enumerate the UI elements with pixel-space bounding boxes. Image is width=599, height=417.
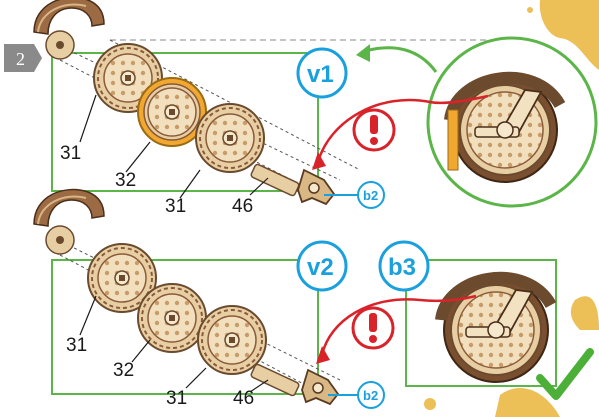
svg-text:v1: v1	[307, 61, 334, 88]
bar-46	[249, 362, 301, 398]
part-number-46: 46	[233, 388, 254, 409]
svg-text:b3: b3	[388, 254, 416, 281]
variant2-result-badge: b3	[378, 240, 430, 292]
variant2-leader-lines	[79, 295, 269, 393]
exclamation-warning-icon	[351, 306, 395, 350]
zoom-arrow	[361, 46, 438, 73]
part-number-32: 32	[115, 170, 136, 191]
variant1-badge: v1	[296, 47, 348, 99]
exclamation-warning-icon	[352, 108, 396, 152]
part-number-46: 46	[232, 196, 253, 217]
variant2-assembled-detail	[441, 278, 551, 382]
arrow-head-icon	[316, 346, 330, 364]
paint-splash-decoration	[424, 0, 599, 417]
svg-text:b2: b2	[363, 188, 378, 203]
gear-31-b	[195, 103, 265, 173]
variant1-sub-badge: b2	[324, 181, 385, 209]
top-arch-piece	[33, 0, 105, 35]
variant1-warning-arrow	[316, 94, 489, 163]
variant2-sub-badge: b2	[328, 381, 385, 409]
part-number-32: 32	[113, 360, 134, 381]
step-number: 2	[16, 49, 25, 69]
arrow-head-icon	[312, 152, 326, 170]
variant2-badge: v2	[296, 240, 348, 292]
variant2-warning-arrow	[320, 294, 477, 356]
svg-text:b2: b2	[363, 388, 378, 403]
crank-piece	[301, 369, 339, 405]
variant1-zoom-detail	[426, 36, 598, 208]
arrow-head-icon	[356, 44, 370, 62]
variant2-exploded-parts	[33, 188, 341, 405]
part-number-31: 31	[166, 388, 187, 409]
variant1-exploded-parts	[33, 0, 361, 205]
crank-piece	[297, 169, 335, 205]
green-checkmark-icon	[536, 348, 594, 400]
variant2-frame	[51, 259, 319, 395]
step-number-badge: 2	[4, 44, 42, 72]
part-number-31: 31	[165, 196, 186, 217]
small-hub-piece	[45, 30, 75, 60]
svg-text:v2: v2	[307, 254, 334, 281]
part-number-31: 31	[66, 335, 87, 356]
top-arch-piece	[33, 188, 105, 227]
variant2-result-frame	[405, 259, 557, 387]
part-number-31: 31	[60, 143, 81, 164]
variant1-leader-lines	[79, 94, 269, 199]
small-hub-piece	[45, 225, 75, 255]
gear-31-b	[197, 305, 267, 375]
